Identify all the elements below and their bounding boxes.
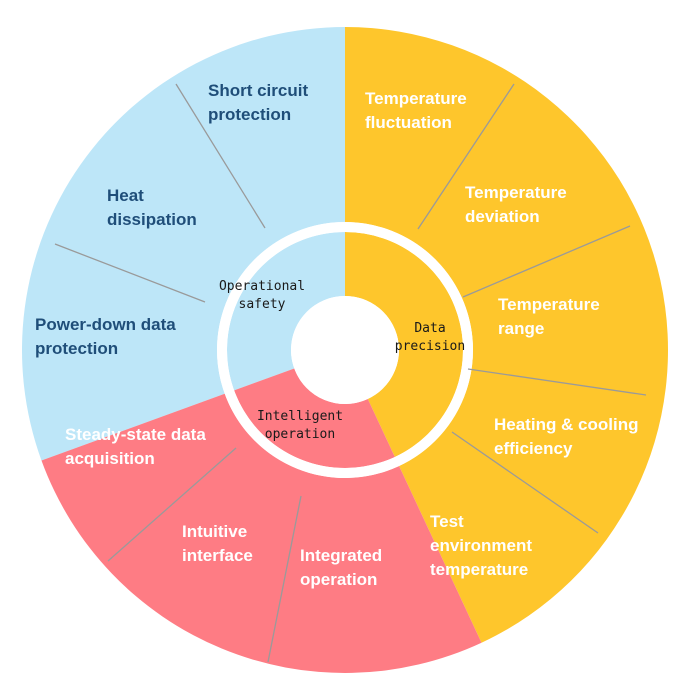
divider-line [451,431,599,534]
precision-outer-sector [345,27,668,643]
separator-ring [217,222,473,478]
outer-sectors [21,27,668,674]
precision-inner-sector [345,232,463,457]
divider-lines [54,83,647,663]
operation-outer-sector [41,393,482,674]
divider-line [467,368,647,396]
divider-line [267,495,302,663]
white-ring [217,222,473,478]
divider-line [462,225,631,298]
divider-line [417,83,515,230]
safety-inner-sector [227,232,345,391]
center-hole [291,296,399,404]
divider-line [107,447,237,562]
safety-outer-sector [21,27,345,461]
divider-line [175,83,266,229]
inner-sectors [227,232,463,468]
divider-line [54,243,206,303]
operation-inner-sector [234,368,395,468]
